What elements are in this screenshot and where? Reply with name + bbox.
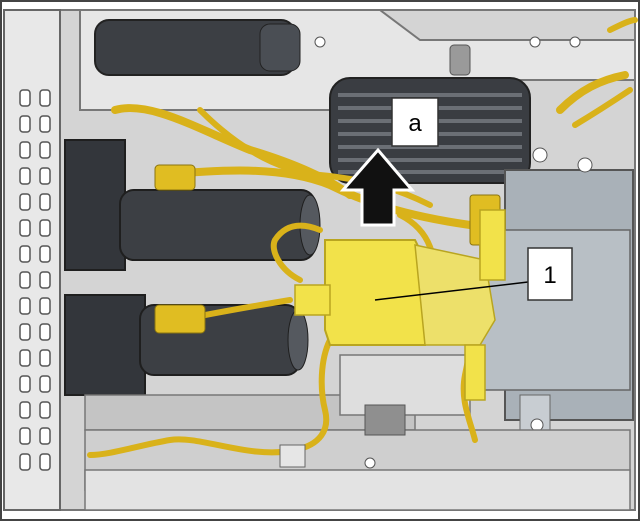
leader-line <box>374 281 529 301</box>
wire-clip <box>279 444 306 468</box>
left-rail <box>3 9 61 511</box>
connector-upper <box>154 164 196 191</box>
part-label-box <box>527 247 573 301</box>
highlighted-component <box>294 209 506 401</box>
arrow-label: a <box>408 110 422 137</box>
bracket-clip <box>449 44 471 76</box>
connector-lower <box>154 304 206 334</box>
direction-arrow <box>339 147 416 227</box>
rail-slots <box>19 89 51 471</box>
arrow-label-box <box>391 97 439 147</box>
part-label: 1 <box>543 262 556 289</box>
bracket-hole <box>314 36 326 48</box>
